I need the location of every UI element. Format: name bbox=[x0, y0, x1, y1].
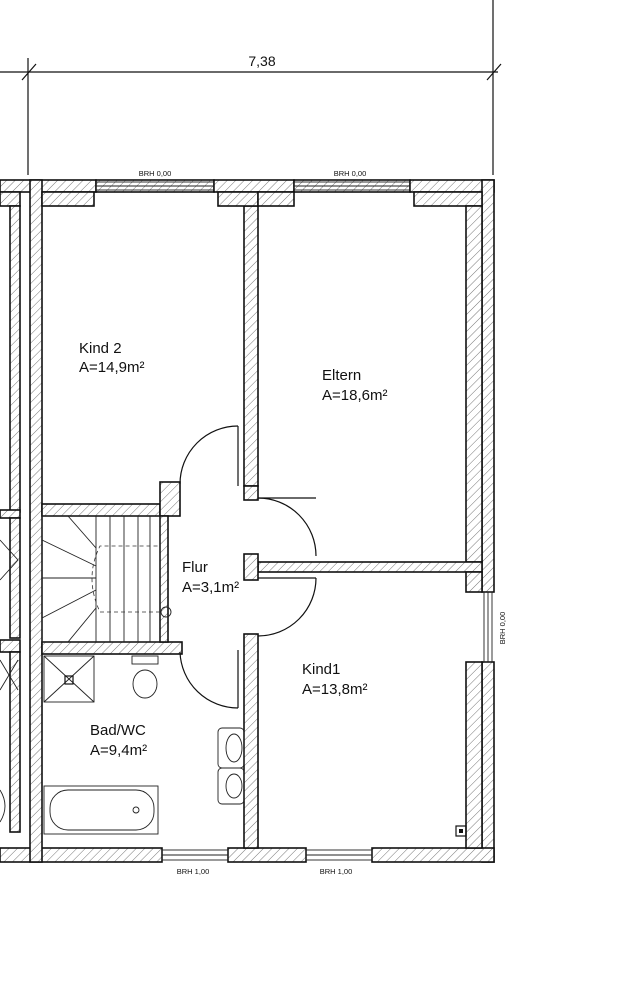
bath-fixtures bbox=[43, 655, 245, 835]
staircase bbox=[41, 515, 172, 643]
room-label-kind1: Kind1 A=13,8m² bbox=[302, 661, 367, 698]
sill-label-top-right: BRH 0,00 bbox=[334, 169, 367, 178]
room-label-eltern: Eltern A=18,6m² bbox=[322, 367, 387, 404]
svg-text:Kind 2: Kind 2 bbox=[79, 340, 122, 357]
svg-text:A=3,1m²: A=3,1m² bbox=[182, 579, 239, 596]
sill-label-bottom-right: BRH 1,00 bbox=[320, 867, 353, 876]
interior-walls bbox=[41, 191, 483, 849]
room-label-flur: Flur A=3,1m² bbox=[182, 559, 239, 596]
dimension-line: 7,38 bbox=[0, 0, 502, 175]
sill-label-top-left: BRH 0,00 bbox=[139, 169, 172, 178]
svg-text:Kind1: Kind1 bbox=[302, 661, 340, 678]
windows bbox=[95, 181, 493, 861]
room-label-kind2: Kind 2 A=14,9m² bbox=[79, 340, 144, 376]
svg-text:A=9,4m²: A=9,4m² bbox=[90, 742, 147, 759]
dimension-label: 7,38 bbox=[248, 53, 275, 69]
room-label-bad: Bad/WC A=9,4m² bbox=[90, 722, 147, 759]
svg-text:Eltern: Eltern bbox=[322, 367, 361, 384]
neighbour-stair-fragment bbox=[0, 539, 19, 581]
svg-text:Flur: Flur bbox=[182, 559, 208, 576]
svg-text:Bad/WC: Bad/WC bbox=[90, 722, 146, 739]
neighbour-tub-fragment bbox=[0, 789, 6, 823]
corner-marker bbox=[455, 825, 467, 837]
svg-text:A=14,9m²: A=14,9m² bbox=[79, 359, 144, 376]
svg-text:A=18,6m²: A=18,6m² bbox=[322, 387, 387, 404]
neighbour-shower-fragment bbox=[0, 659, 19, 691]
sill-label-right: BRH 0,00 bbox=[498, 612, 507, 645]
sill-label-bottom-left: BRH 1,00 bbox=[177, 867, 210, 876]
svg-text:A=13,8m²: A=13,8m² bbox=[302, 681, 367, 698]
doors bbox=[179, 425, 317, 709]
